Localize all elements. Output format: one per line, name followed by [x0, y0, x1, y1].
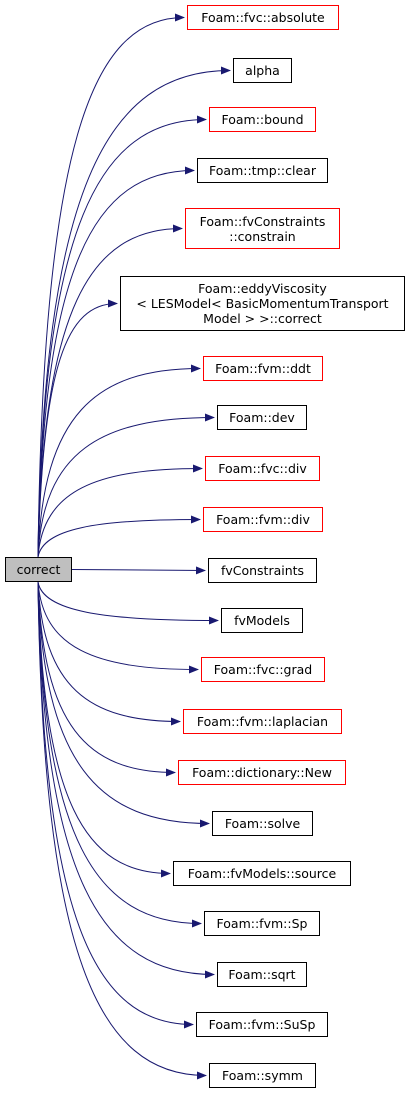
- edge-correct-to-fvconstraints: [71, 566, 206, 575]
- edge-correct-to-symm: [37, 581, 207, 1080]
- edge-correct-to-sqrt: [37, 581, 215, 979]
- edge-correct-to-fvmodels-source: [37, 581, 171, 878]
- graph-node-fvmodels[interactable]: fvModels: [221, 608, 303, 633]
- graph-node-fvmodels-source[interactable]: Foam::fvModels::source: [173, 861, 351, 886]
- edge-correct-to-tmp-clear: [37, 166, 195, 558]
- graph-node-fvm-sp[interactable]: Foam::fvm::Sp: [204, 911, 320, 936]
- edge-correct-to-fvmodels: [37, 581, 219, 625]
- graph-node-dictionary-new[interactable]: Foam::dictionary::New: [178, 760, 346, 785]
- graph-node-fvc-absolute[interactable]: Foam::fvc::absolute: [187, 5, 339, 30]
- graph-node-fvc-div[interactable]: Foam::fvc::div: [205, 456, 320, 481]
- edge-correct-to-fvc-div: [37, 464, 203, 558]
- graph-node-fvm-ddt[interactable]: Foam::fvm::ddt: [203, 356, 323, 381]
- graph-node-fvm-div[interactable]: Foam::fvm::div: [203, 507, 323, 532]
- graph-node-symm[interactable]: Foam::symm: [209, 1063, 316, 1088]
- edge-correct-to-dev: [37, 413, 215, 558]
- graph-node-fvconstraints-constrain[interactable]: Foam::fvConstraints ::constrain: [185, 208, 340, 249]
- graph-node-root[interactable]: correct: [5, 557, 72, 582]
- edge-correct-to-dictionary-new: [37, 581, 176, 777]
- graph-node-alpha[interactable]: alpha: [233, 58, 292, 83]
- graph-node-dev[interactable]: Foam::dev: [217, 405, 307, 430]
- graph-node-fvm-susp[interactable]: Foam::fvm::SuSp: [196, 1012, 328, 1037]
- graph-node-eddyviscosity-correct[interactable]: Foam::eddyViscosity < LESModel< BasicMom…: [120, 276, 405, 331]
- graph-node-fvc-grad[interactable]: Foam::fvc::grad: [201, 657, 325, 682]
- graph-node-fvm-laplacian[interactable]: Foam::fvm::laplacian: [183, 709, 342, 734]
- graph-node-tmp-clear[interactable]: Foam::tmp::clear: [197, 158, 328, 183]
- edge-correct-to-fvm-susp: [37, 581, 194, 1029]
- edge-correct-to-solve: [37, 581, 210, 828]
- edge-correct-to-alpha: [37, 66, 231, 558]
- edge-correct-to-fvm-sp: [37, 581, 202, 928]
- edge-correct-to-bound: [37, 115, 207, 558]
- edge-correct-to-fvm-ddt: [37, 364, 201, 558]
- graph-node-solve[interactable]: Foam::solve: [212, 811, 313, 836]
- graph-node-sqrt[interactable]: Foam::sqrt: [217, 962, 307, 987]
- edge-correct-to-fvm-laplacian: [37, 581, 181, 726]
- edge-correct-to-fvc-absolute: [37, 13, 185, 558]
- edge-correct-to-fvm-div: [37, 515, 201, 558]
- graph-node-bound[interactable]: Foam::bound: [209, 107, 316, 132]
- edge-correct-to-eddyviscosity-correct: [37, 299, 118, 558]
- edge-correct-to-fvc-grad: [37, 581, 199, 674]
- graph-node-fvconstraints[interactable]: fvConstraints: [208, 558, 317, 583]
